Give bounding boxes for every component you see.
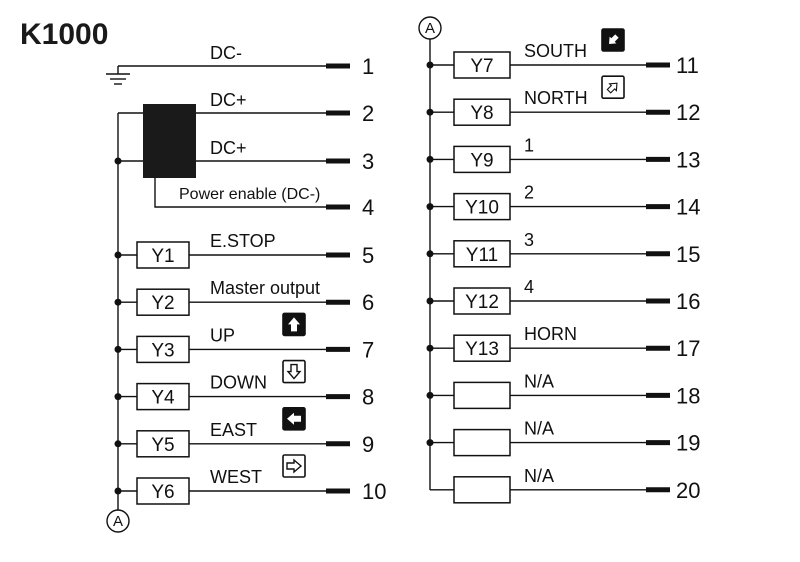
signal-label: 3	[524, 230, 534, 250]
ground-signal-label: DC-	[210, 43, 242, 63]
relay-row-15: Y11 3 15	[426, 230, 700, 268]
power-wire-4	[154, 178, 330, 208]
relay-row-16: Y12 4 16	[426, 277, 700, 315]
pin-number-6: 6	[362, 290, 374, 315]
relay-row-5: Y1 E.STOP 5	[114, 231, 374, 269]
relay-label: Y5	[151, 435, 174, 456]
relay-label: Y8	[470, 103, 493, 124]
relay-label: Y1	[151, 246, 174, 267]
pin-number-5: 5	[362, 243, 374, 268]
pin-number-13: 13	[676, 147, 700, 172]
pin-number-9: 9	[362, 432, 374, 457]
relay-row-19: N/A 19	[426, 419, 700, 457]
arrow-left-filled-icon	[282, 406, 306, 431]
relay-box	[453, 428, 511, 457]
pin-number-17: 17	[676, 336, 700, 361]
relay-label: Y7	[470, 56, 493, 77]
relay-label: Y10	[465, 198, 499, 219]
arrow-up-filled-icon	[282, 312, 306, 337]
signal-label: DOWN	[210, 373, 267, 393]
relay-row-10: Y6 WEST 10	[114, 454, 386, 505]
signal-label: N/A	[524, 419, 554, 439]
relay-row-13: Y9 1 13	[426, 135, 700, 174]
pin-number-8: 8	[362, 385, 374, 410]
relay-label: Y13	[465, 339, 499, 360]
relay-row-17: Y13 HORN 17	[426, 324, 700, 362]
connector-a-left	[106, 509, 130, 533]
relay-box	[136, 241, 190, 269]
relay-box	[453, 51, 511, 79]
relay-label: Y12	[465, 292, 499, 313]
relay-label: Y11	[466, 245, 498, 266]
relay-label: Y6	[151, 482, 174, 503]
pin-number-16: 16	[676, 289, 700, 314]
signal-label: N/A	[524, 466, 554, 486]
relay-label: Y9	[470, 150, 493, 171]
relay-box	[453, 381, 511, 410]
pin-number-14: 14	[676, 195, 700, 220]
relay-row-8: Y4 DOWN 8	[114, 359, 374, 411]
signal-label: SOUTH	[524, 41, 587, 61]
pin-number-7: 7	[362, 337, 374, 362]
diagram-title: K1000	[20, 18, 108, 51]
arrow-down-outline-icon	[282, 359, 306, 384]
relay-label: Y2	[151, 293, 174, 314]
relay-row-11: Y7 SOUTH 11	[426, 28, 699, 79]
signal-label: 1	[524, 135, 534, 155]
power-signal-4: Power enable (DC-)	[179, 186, 320, 203]
power-signal-2: DC+	[210, 90, 247, 110]
signal-label: E.STOP	[210, 231, 276, 251]
relay-row-20: N/A 20	[430, 466, 700, 504]
relay-label: Y3	[151, 340, 174, 361]
relay-label: Y4	[151, 388, 175, 409]
connector-a-left-label: A	[113, 513, 123, 530]
signal-label: EAST	[210, 420, 257, 440]
ground-row: DC- 1	[106, 43, 374, 85]
arrow-down-left-filled-icon	[601, 28, 625, 52]
junction-dot	[114, 157, 122, 165]
relay-box	[136, 477, 190, 505]
pin-number-10: 10	[362, 479, 386, 504]
power-signal-3: DC+	[210, 138, 247, 158]
pin-number-15: 15	[676, 242, 700, 267]
connector-a-right-label: A	[425, 20, 435, 37]
pin-number-3: 3	[362, 149, 374, 174]
signal-label: NORTH	[524, 88, 588, 108]
relay-row-6: Y2 Master output 6	[114, 278, 374, 316]
signal-label: WEST	[210, 467, 262, 487]
signal-label: HORN	[524, 324, 577, 344]
relay-row-7: Y3 UP 7	[114, 312, 374, 364]
pin-number-1: 1	[362, 54, 374, 79]
relay-row-14: Y10 2 14	[426, 183, 700, 221]
relay-box	[136, 382, 190, 411]
relay-box	[136, 288, 190, 316]
pin-number-2: 2	[362, 101, 374, 126]
pin-number-12: 12	[676, 100, 700, 125]
relay-row-18: N/A 18	[426, 371, 700, 410]
pin-number-19: 19	[676, 431, 700, 456]
pin-number-18: 18	[676, 383, 700, 408]
pin-number-20: 20	[676, 478, 700, 503]
pin-number-4: 4	[362, 195, 374, 220]
relay-row-12: Y8 NORTH 12	[426, 75, 700, 126]
power-block: DC+ 2 DC+ 3 Power enable (DC-) 4	[118, 90, 374, 220]
relay-box	[453, 476, 511, 504]
pin-number-11: 11	[676, 53, 699, 78]
signal-label: N/A	[524, 371, 554, 391]
arrow-up-right-outline-icon	[601, 75, 625, 99]
signal-label: UP	[210, 325, 235, 345]
signal-label: 4	[524, 277, 534, 297]
arrow-right-outline-icon	[282, 454, 306, 478]
left-rows: Y1 E.STOP 5Y2 Master output 6Y3 UP 7Y4 DOWN 8Y5 E…	[114, 231, 386, 505]
relay-row-9: Y5 EAST 9	[114, 406, 374, 458]
ground-icon	[106, 66, 130, 85]
power-module	[143, 104, 196, 178]
signal-label: Master output	[210, 278, 320, 298]
signal-label: 2	[524, 183, 534, 203]
